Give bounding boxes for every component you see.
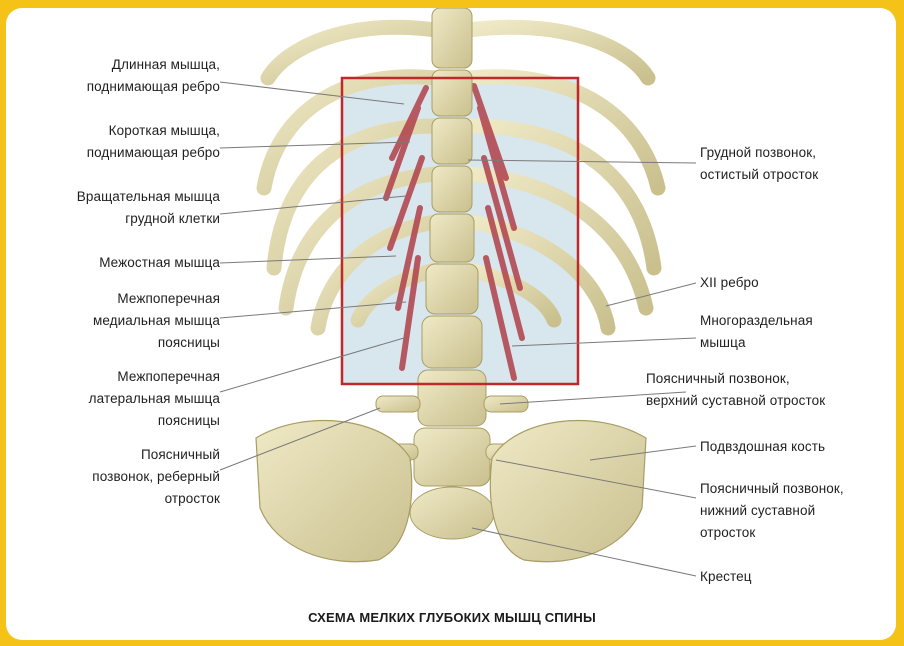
label-thoracic-spinous-process: Грудной позвонок, остистый отросток [700,142,890,186]
label-medial-intertransverse: Межпоперечная медиальная мышца поясницы [26,288,220,354]
label-lumbar-costal-process: Поясничный позвонок, реберный отросток [26,444,220,510]
label-multifidus: Многораздельная мышца [700,310,890,354]
diagram-panel: Длинная мышца, поднимающая ребро Коротка… [6,8,896,640]
label-rib-xii: XII ребро [700,272,890,294]
label-thoracic-rotator: Вращательная мышца грудной клетки [26,186,220,230]
label-short-rib-levator: Короткая мышца, поднимающая ребро [26,120,220,164]
label-lumbar-inferior-articular: Поясничный позвонок, нижний суставной от… [700,478,890,544]
label-lateral-intertransverse: Межпоперечная латеральная мышца поясницы [26,366,220,432]
label-interspinous: Межостная мышца [26,252,220,274]
label-sacrum: Крестец [700,566,890,588]
diagram-caption: СХЕМА МЕЛКИХ ГЛУБОКИХ МЫШЦ СПИНЫ [0,610,904,625]
label-ilium: Подвздошная кость [700,436,890,458]
label-long-rib-levator: Длинная мышца, поднимающая ребро [26,54,220,98]
label-lumbar-superior-articular: Поясничный позвонок, верхний суставной о… [646,368,886,412]
